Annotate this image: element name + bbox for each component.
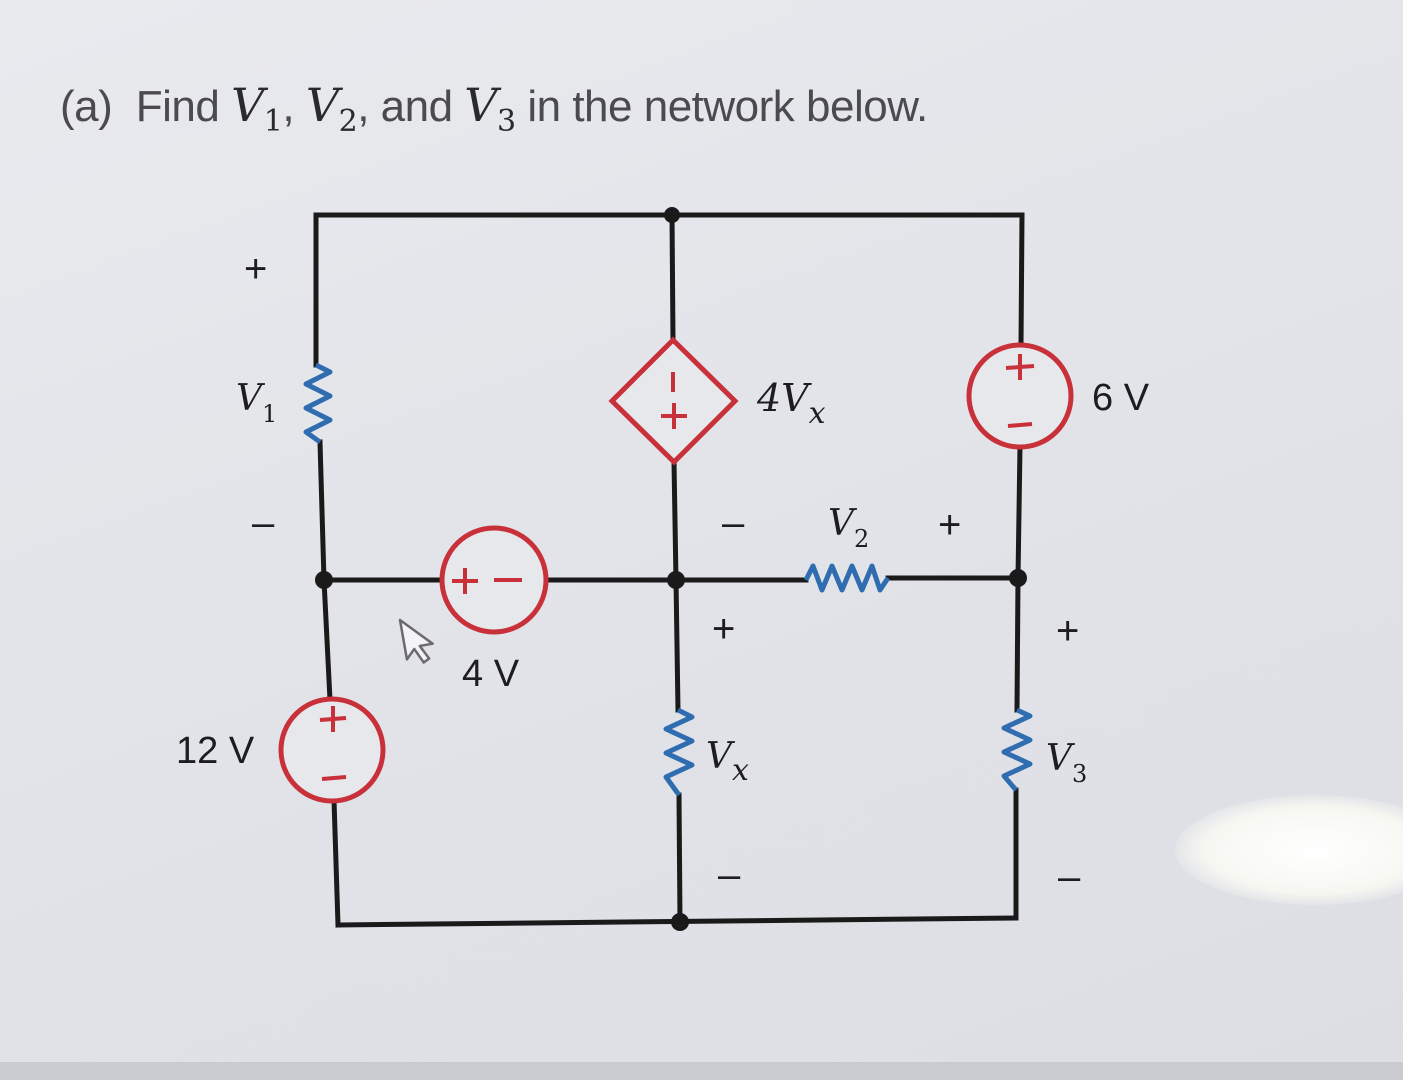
source-6v <box>966 342 1074 450</box>
label-4v: 4 V <box>462 653 520 695</box>
polarity-v2-minus: – <box>722 501 745 545</box>
mark-4v-plus <box>452 568 478 594</box>
label-12v: 12 V <box>176 730 255 772</box>
node-left-mid <box>315 571 333 589</box>
node-center <box>667 571 685 589</box>
polarity-v1-minus: – <box>252 501 275 545</box>
wire-right-between <box>1015 443 1023 581</box>
polarity-v1-plus: + <box>244 247 267 291</box>
label-v2: V2 <box>828 503 869 553</box>
mouse-pointer-icon <box>398 618 434 664</box>
screen-glare <box>1175 795 1403 905</box>
label-dependent-source: 4Vx <box>756 376 826 431</box>
node-right-mid <box>1009 569 1027 587</box>
mark-6v-minus <box>1007 422 1033 428</box>
screen-bottom-edge <box>0 1062 1403 1080</box>
question-find: Find <box>135 82 220 131</box>
polarity-vx-minus: – <box>718 853 741 897</box>
label-vx: Vx <box>706 736 749 788</box>
label-v3: V3 <box>1046 738 1087 788</box>
question-sep1: , <box>282 82 295 131</box>
mark-12v-plus <box>319 706 347 732</box>
label-v1: V1 <box>236 378 277 428</box>
mark-dep-plus <box>661 403 687 429</box>
resistor-vx <box>663 707 695 797</box>
wire-mid-between <box>671 459 679 583</box>
question-sep2: , and <box>357 82 453 131</box>
question-v3: V3 <box>464 78 516 140</box>
wire-mid-lower <box>673 577 681 713</box>
source-polarity-marks <box>319 354 1035 781</box>
question-v2: V2 <box>305 78 358 140</box>
node-bottom-mid <box>671 913 689 931</box>
wire-left-mid <box>317 439 327 583</box>
polarity-v3-minus: – <box>1058 855 1081 899</box>
wire-right-upper <box>1018 212 1025 349</box>
polarity-vx-plus: + <box>712 607 735 651</box>
polarity-v2-plus: + <box>938 503 961 547</box>
mark-12v-minus <box>321 775 347 781</box>
resistors <box>303 362 1033 797</box>
question-v1: V1 <box>231 78 283 140</box>
label-6v: 6 V <box>1092 377 1150 419</box>
circuit-nodes <box>315 207 1027 931</box>
sources <box>278 336 1074 804</box>
circuit-labels: 12 V 4 V 6 V 4Vx V1 V2 Vx V3 + – – + + –… <box>176 247 1150 899</box>
question-label: (a) <box>60 82 113 131</box>
wire-mid-bottom <box>676 792 683 925</box>
node-top-mid <box>664 207 680 223</box>
wire-mid-upper <box>669 212 676 343</box>
wire-left-bottom <box>331 797 341 928</box>
circuit-wires <box>313 212 1025 928</box>
question-text: (a) Find V1, V2, and V3 in the network b… <box>60 78 928 139</box>
wire-left-lower <box>321 577 333 703</box>
resistor-v2 <box>803 563 891 593</box>
resistor-v1 <box>303 362 333 445</box>
source-dependent <box>608 336 739 466</box>
wire-right-lower <box>1014 575 1021 713</box>
source-12v <box>278 696 386 804</box>
resistor-v3 <box>1001 707 1033 792</box>
polarity-v3-plus: + <box>1056 609 1079 653</box>
question-tail: in the network below. <box>527 82 928 131</box>
mark-6v-plus <box>1005 354 1035 380</box>
